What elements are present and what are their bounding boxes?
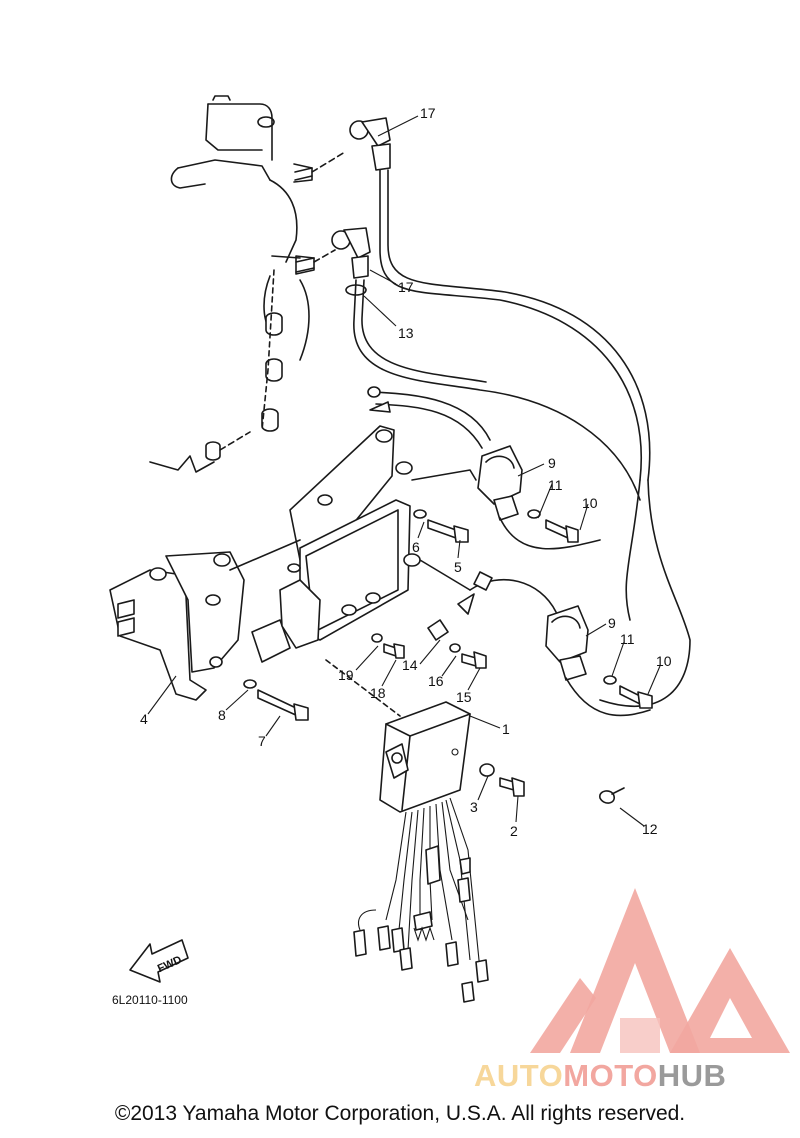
callout-12: 12 [642, 821, 658, 837]
bolt-7 [243, 679, 309, 721]
callout-8: 8 [218, 707, 226, 723]
callout-4: 4 [140, 711, 148, 727]
engine-head-outline [149, 95, 346, 473]
clip-12 [599, 787, 625, 804]
diagram-code: 6L20110-1100 [112, 993, 188, 1007]
cdi-wire-harness [353, 797, 489, 1003]
callout-numbers: 17 17 13 9 11 10 6 5 9 11 10 14 16 15 19… [112, 105, 672, 1007]
forward-direction-arrow: FWD [129, 939, 189, 983]
callout-15: 15 [456, 689, 472, 705]
callout-10: 10 [582, 495, 598, 511]
cdi-unit [325, 659, 471, 813]
bolt-15 [449, 643, 487, 669]
automotohub-logo [530, 888, 790, 1053]
callout-16: 16 [428, 673, 444, 689]
callout-9: 9 [548, 455, 556, 471]
bolt-18 [371, 633, 405, 659]
bolt-10-lower [603, 675, 653, 709]
callout-14: 14 [402, 657, 418, 673]
callout-11: 11 [620, 631, 635, 647]
callout-13: 13 [398, 325, 414, 341]
callout-5: 5 [454, 559, 462, 575]
callout-10: 10 [656, 653, 672, 669]
callout-17: 17 [398, 279, 414, 295]
callout-19: 19 [338, 667, 354, 683]
bolt-10-upper [527, 509, 579, 543]
callout-9: 9 [608, 615, 616, 631]
callout-3: 3 [470, 799, 478, 815]
ignition-coil-upper [367, 386, 601, 550]
callout-11: 11 [548, 477, 563, 493]
mounting-bracket-plate [289, 425, 477, 641]
callout-18: 18 [370, 685, 386, 701]
callout-7: 7 [258, 733, 266, 749]
ignition-coil-lower [457, 571, 651, 717]
callout-6: 6 [412, 539, 420, 555]
callout-17: 17 [420, 105, 436, 121]
bolt-5 [413, 509, 469, 543]
callout-1: 1 [502, 721, 510, 737]
leader-lines [147, 115, 661, 827]
spark-plug-cap-upper [349, 117, 651, 481]
grommet-14 [427, 619, 449, 641]
copyright-notice: ©2013 Yamaha Motor Corporation, U.S.A. A… [114, 1102, 686, 1125]
spark-plug-cap-lower [331, 227, 691, 708]
engine-mount-bracket [109, 539, 321, 701]
callout-2: 2 [510, 823, 518, 839]
automotohub-wordmark: AUTOMOTOHUB [474, 1058, 727, 1093]
bolt-2 [479, 763, 525, 797]
